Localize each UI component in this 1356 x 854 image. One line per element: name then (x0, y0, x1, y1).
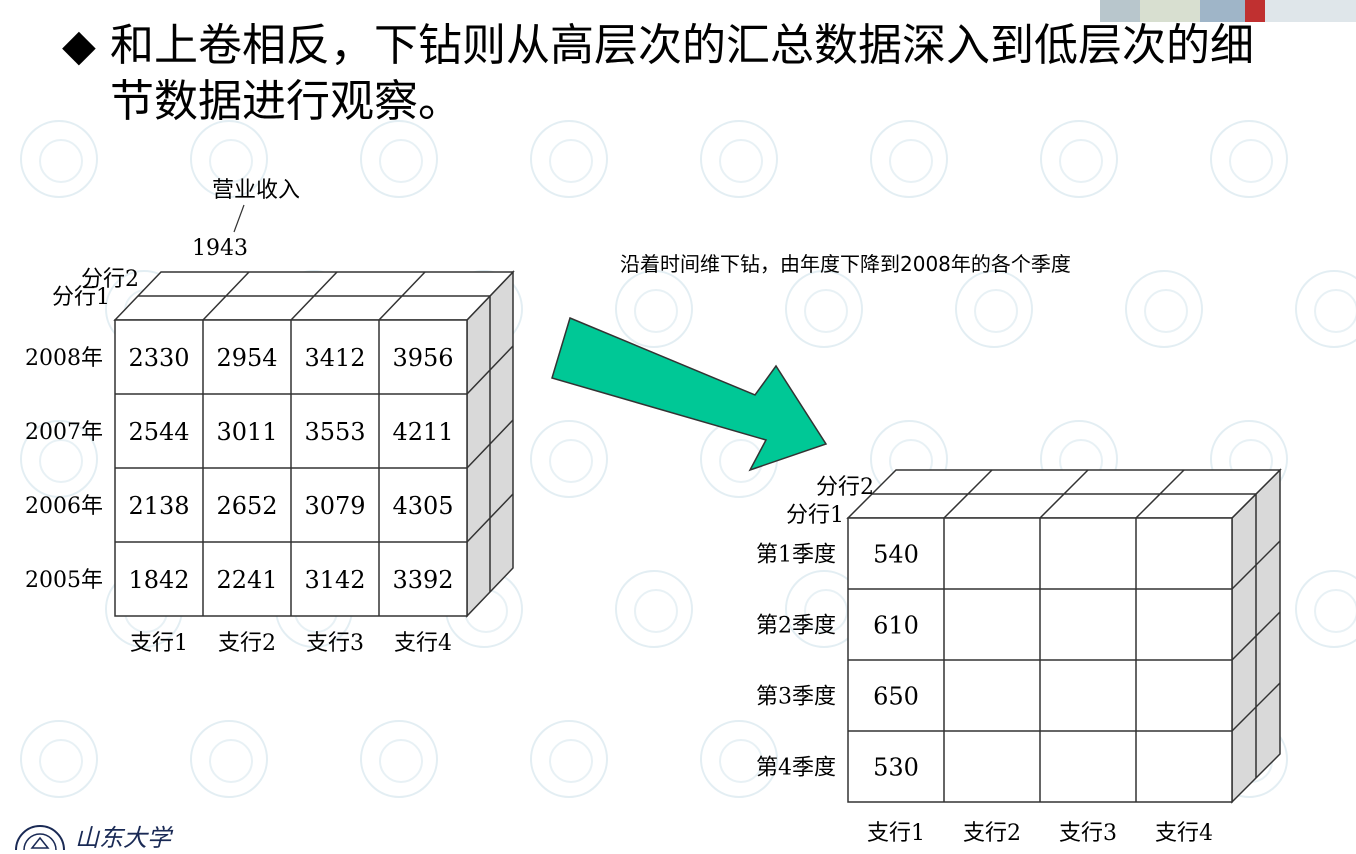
left-cube-back-value: 1943 (192, 236, 248, 261)
left-cube-column-label: 支行3 (306, 631, 364, 656)
measure-label: 营业收入 (212, 178, 300, 203)
left-cube-cell-value: 2138 (128, 492, 189, 520)
right-cube-row-label: 第4季度 (756, 756, 836, 781)
watermark-seal-icon (700, 720, 778, 798)
right-cube-depth-label: 分行2 (816, 475, 874, 500)
watermark-seal-icon (1295, 570, 1356, 648)
left-cube-cell-value: 3553 (304, 418, 365, 446)
left-cube-cell-value: 2954 (216, 344, 277, 372)
watermark-seal-icon (190, 120, 268, 198)
right-cube-cell-value: 650 (873, 683, 919, 711)
left-cube-cell-value: 3079 (304, 492, 365, 520)
watermark-seal-icon (360, 120, 438, 198)
left-cube-cell-value: 2241 (216, 566, 277, 594)
right-cube-cell-value: 540 (873, 541, 919, 569)
watermark-seal-icon (615, 570, 693, 648)
left-cube-row-label: 2007年 (25, 420, 103, 445)
right-cube-column-label: 支行3 (1059, 821, 1117, 846)
watermark-seal-icon (20, 420, 98, 498)
left-cube-cell-value: 3142 (304, 566, 365, 594)
watermark-seal-icon (1125, 270, 1203, 348)
watermark-seal-icon (785, 270, 863, 348)
left-cube-cell-value: 1842 (128, 566, 189, 594)
right-cube-cell-value: 610 (873, 612, 919, 640)
right-cube-cell-value: 530 (873, 754, 919, 782)
watermark-seal-icon (190, 720, 268, 798)
diamond-bullet-icon: ◆ (62, 20, 96, 71)
left-cube-cell-value: 2330 (128, 344, 189, 372)
left-cube-row-label: 2008年 (25, 346, 103, 371)
watermark-seal-icon (530, 420, 608, 498)
left-cube-depth-label: 分行1 (52, 285, 110, 310)
drill-down-note: 沿着时间维下钻，由年度下降到2008年的各个季度 (620, 252, 1071, 276)
title-text: 和上卷相反，下钻则从高层次的汇总数据深入到低层次的细节数据进行观察。 (110, 20, 1254, 127)
watermark-seal-icon (615, 270, 693, 348)
left-cube-cell-value: 2652 (216, 492, 277, 520)
watermark-seal-icon (700, 120, 778, 198)
left-cube-row-label: 2006年 (25, 494, 103, 519)
watermark-seal-icon (955, 270, 1033, 348)
left-cube-cell-value: 3011 (216, 418, 277, 446)
watermark-seal-icon (1210, 120, 1288, 198)
right-cube-column-label: 支行4 (1155, 821, 1213, 846)
left-cube-cell-value: 4211 (392, 418, 453, 446)
watermark-seal-icon (530, 120, 608, 198)
right-cube-depth-label: 分行1 (786, 503, 844, 528)
watermark-seal-icon (530, 720, 608, 798)
right-cube-row-label: 第1季度 (756, 543, 836, 568)
watermark-seal-icon (20, 720, 98, 798)
watermark-seal-icon (870, 120, 948, 198)
left-cube-column-label: 支行2 (218, 631, 276, 656)
left-cube-column-label: 支行4 (394, 631, 452, 656)
watermark-seal-icon (360, 720, 438, 798)
left-cube-row-label: 2005年 (25, 568, 103, 593)
watermark-seal-icon (20, 120, 98, 198)
right-cube-row-label: 第3季度 (756, 685, 836, 710)
left-cube-cell-value: 2544 (128, 418, 189, 446)
left-cube-cell-value: 4305 (392, 492, 453, 520)
drill-down-arrow (551, 316, 828, 472)
left-cube-column-label: 支行1 (130, 631, 188, 656)
watermark-seal-icon (1040, 120, 1118, 198)
right-cube-column-label: 支行2 (963, 821, 1021, 846)
left-cube-cell-value: 3392 (392, 566, 453, 594)
corner-decoration-image (1100, 0, 1356, 22)
left-cube-cell-value: 3412 (304, 344, 365, 372)
university-seal-icon (15, 825, 65, 854)
university-logo: 山东大学 (10, 818, 210, 854)
right-cube-row-label: 第2季度 (756, 614, 836, 639)
measure-pointer-line (233, 204, 245, 233)
left-cube-cell-value: 3956 (392, 344, 453, 372)
watermark-seal-icon (1295, 270, 1356, 348)
slide-title: ◆ 和上卷相反，下钻则从高层次的汇总数据深入到低层次的细节数据进行观察。 (62, 18, 1292, 130)
left-cube-depth-label: 分行2 (81, 267, 139, 292)
logo-text: 山东大学 (75, 824, 171, 852)
right-cube-column-label: 支行1 (867, 821, 925, 846)
